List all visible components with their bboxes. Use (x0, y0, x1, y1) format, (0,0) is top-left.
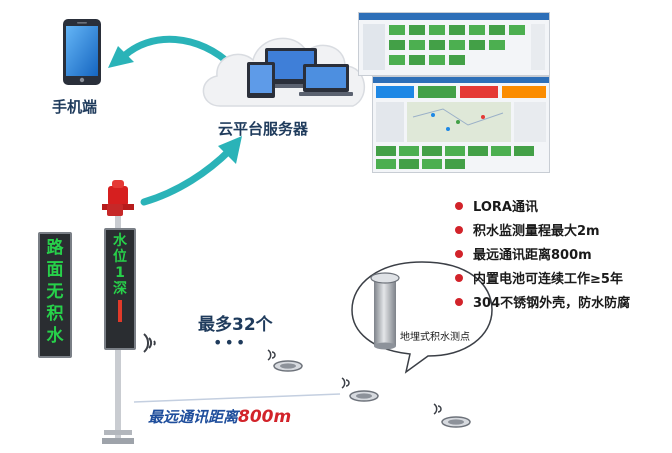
led-char: 无 (46, 282, 64, 302)
cloud-label: 云平台服务器 (218, 120, 309, 138)
led-char: 位 (113, 249, 127, 265)
beacon-light (107, 204, 123, 216)
ground-sensor-node (267, 349, 303, 372)
smartphone-icon (63, 19, 101, 85)
wifi-signal-icon (143, 333, 156, 353)
cloud-devices-icon (202, 37, 366, 107)
bullet-dot (455, 225, 463, 234)
dashboard-screenshot-top (358, 12, 550, 76)
led-char: 路 (46, 238, 64, 258)
distance-label: 最远通讯距离800m (148, 406, 291, 427)
distance-value: 800m (238, 407, 292, 427)
sensor-callout-bubble (351, 261, 493, 374)
arrow-cloud-to-phone (108, 35, 236, 70)
feature-item: 304不锈钢外壳，防水防腐 (455, 292, 630, 311)
feature-item: 内置电池可连续工作≥5年 (455, 268, 623, 287)
bullet-dot (455, 249, 463, 258)
bullet-dot (455, 273, 463, 282)
led-sign-left: 路 面 无 积 水 (38, 232, 72, 358)
distance-prefix: 最远通讯距离 (148, 408, 239, 426)
sensor-point-label: 地埋式积水测点 (400, 332, 470, 343)
ground-sensor-node (433, 403, 471, 428)
led-char: 面 (46, 260, 64, 280)
led-char: 水 (46, 326, 64, 346)
feature-item: 积水监测量程最大2m (455, 220, 600, 239)
bullet-dot (455, 201, 463, 210)
feature-text: 304不锈钢外壳，防水防腐 (473, 296, 631, 311)
led-char: 水 (113, 233, 127, 249)
led-char: 1 (115, 265, 125, 281)
ellipsis-dots: ••• (213, 333, 248, 352)
feature-text: LORA通讯 (473, 200, 538, 215)
feature-text: 内置电池可连续工作≥5年 (473, 272, 623, 287)
arrow-pole-to-cloud (140, 136, 242, 206)
led-red-segment (118, 300, 122, 322)
feature-text: 最远通讯距离800m (473, 248, 592, 263)
feature-text: 积水监测量程最大2m (473, 224, 600, 239)
dashboard-screenshot-bottom (372, 76, 550, 173)
max-count-label: 最多32个 (198, 315, 273, 335)
led-char: 积 (46, 304, 64, 324)
feature-item: 最远通讯距离800m (455, 244, 592, 263)
led-sign-right: 水 位 1 深 (104, 228, 136, 350)
ground-sensor-node (341, 377, 379, 402)
feature-item: LORA通讯 (455, 196, 538, 215)
distance-underline (133, 393, 341, 403)
led-char: 深 (113, 281, 127, 297)
bullet-dot (455, 297, 463, 306)
phone-label: 手机端 (52, 98, 98, 116)
